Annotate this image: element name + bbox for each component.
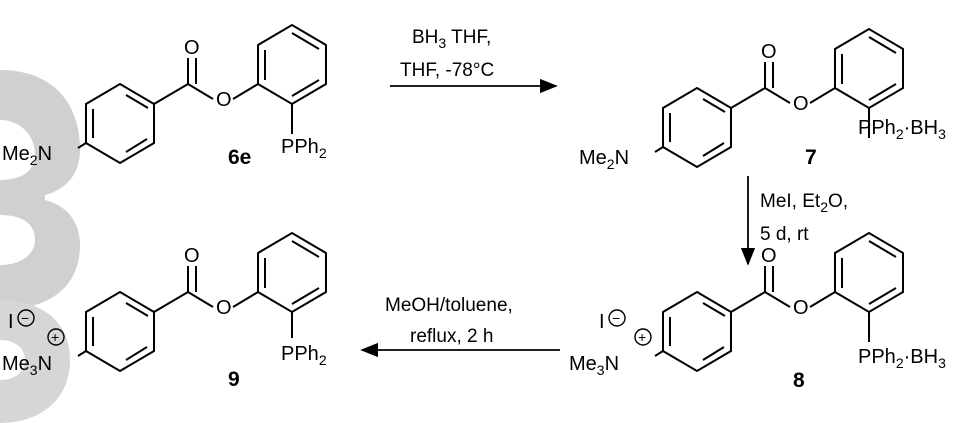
conditions-line-2: THF, -78°C <box>400 60 494 81</box>
phosphine-borane-label: PPh2·BH3 <box>858 117 946 142</box>
carbonyl-oxygen: O <box>184 245 200 267</box>
reagent-line-1: MeI, Et2O, <box>760 191 848 215</box>
reaction-step-2: MeI, Et2O, 5 d, rt <box>740 176 848 266</box>
ester-oxygen: O <box>793 297 809 319</box>
svg-text:−: − <box>21 310 29 326</box>
compound-6e: O O Me2N PPh2 6e <box>2 23 327 169</box>
phosphinophenyl-ring <box>257 23 327 106</box>
reaction-step-3: MeOH/toluene, reflux, 2 h <box>360 295 560 358</box>
compound-number-8: 8 <box>793 369 805 392</box>
svg-text:+: + <box>638 329 646 345</box>
ester-oxygen: O <box>216 89 232 111</box>
diphenylphosphino-label: PPh2 <box>281 343 327 368</box>
negative-charge-circle: − <box>17 309 35 327</box>
compound-9: O O I − + Me3N PPh2 9 <box>2 231 327 391</box>
negative-charge-circle: − <box>608 309 626 327</box>
reagent-line-1: BH3 THF, <box>412 27 491 51</box>
svg-text:+: + <box>51 329 59 345</box>
reaction-step-1: BH3 THF, THF, -78°C <box>390 27 558 94</box>
aryl-carbonyl-bond <box>153 83 189 105</box>
positive-charge-circle: + <box>47 328 65 346</box>
compound-number-9: 9 <box>228 368 240 391</box>
dimethylamino-label: Me2N <box>579 147 629 172</box>
ester-oxygen: O <box>793 93 809 115</box>
svg-text:−: − <box>612 310 620 326</box>
carbonyl-oxygen: O <box>184 37 200 59</box>
ester-oxygen: O <box>216 297 232 319</box>
iodide-counterion: I <box>8 311 14 333</box>
dimethylaminophenyl-ring <box>85 82 155 165</box>
ester-bond-right <box>232 83 259 100</box>
dimethylamino-label: Me2N <box>2 143 52 168</box>
carbonyl-oxygen: O <box>761 41 777 63</box>
phosphine-borane-label: PPh2·BH3 <box>858 346 946 371</box>
reagent-line-1: MeOH/toluene, <box>385 295 513 316</box>
compound-number-6e: 6e <box>228 146 251 169</box>
conditions-line-2: reflux, 2 h <box>410 326 493 347</box>
aryl-nitrogen-bond <box>77 142 87 149</box>
positive-charge-circle: + <box>634 328 652 346</box>
carbonyl-oxygen: O <box>761 245 777 267</box>
compound-8: O O I − + Me3N PPh2·BH3 8 <box>569 231 946 392</box>
compound-7: O O Me2N PPh2·BH3 7 <box>579 27 946 172</box>
ester-bond-left <box>187 83 214 100</box>
iodide-counterion: I <box>599 311 605 333</box>
compound-number-7: 7 <box>805 146 817 169</box>
trimethylammonium-label: Me3N <box>569 353 619 378</box>
trimethylammonium-label: Me3N <box>2 353 52 378</box>
diphenylphosphino-label: PPh2 <box>281 136 327 161</box>
conditions-line-2: 5 d, rt <box>760 224 809 245</box>
